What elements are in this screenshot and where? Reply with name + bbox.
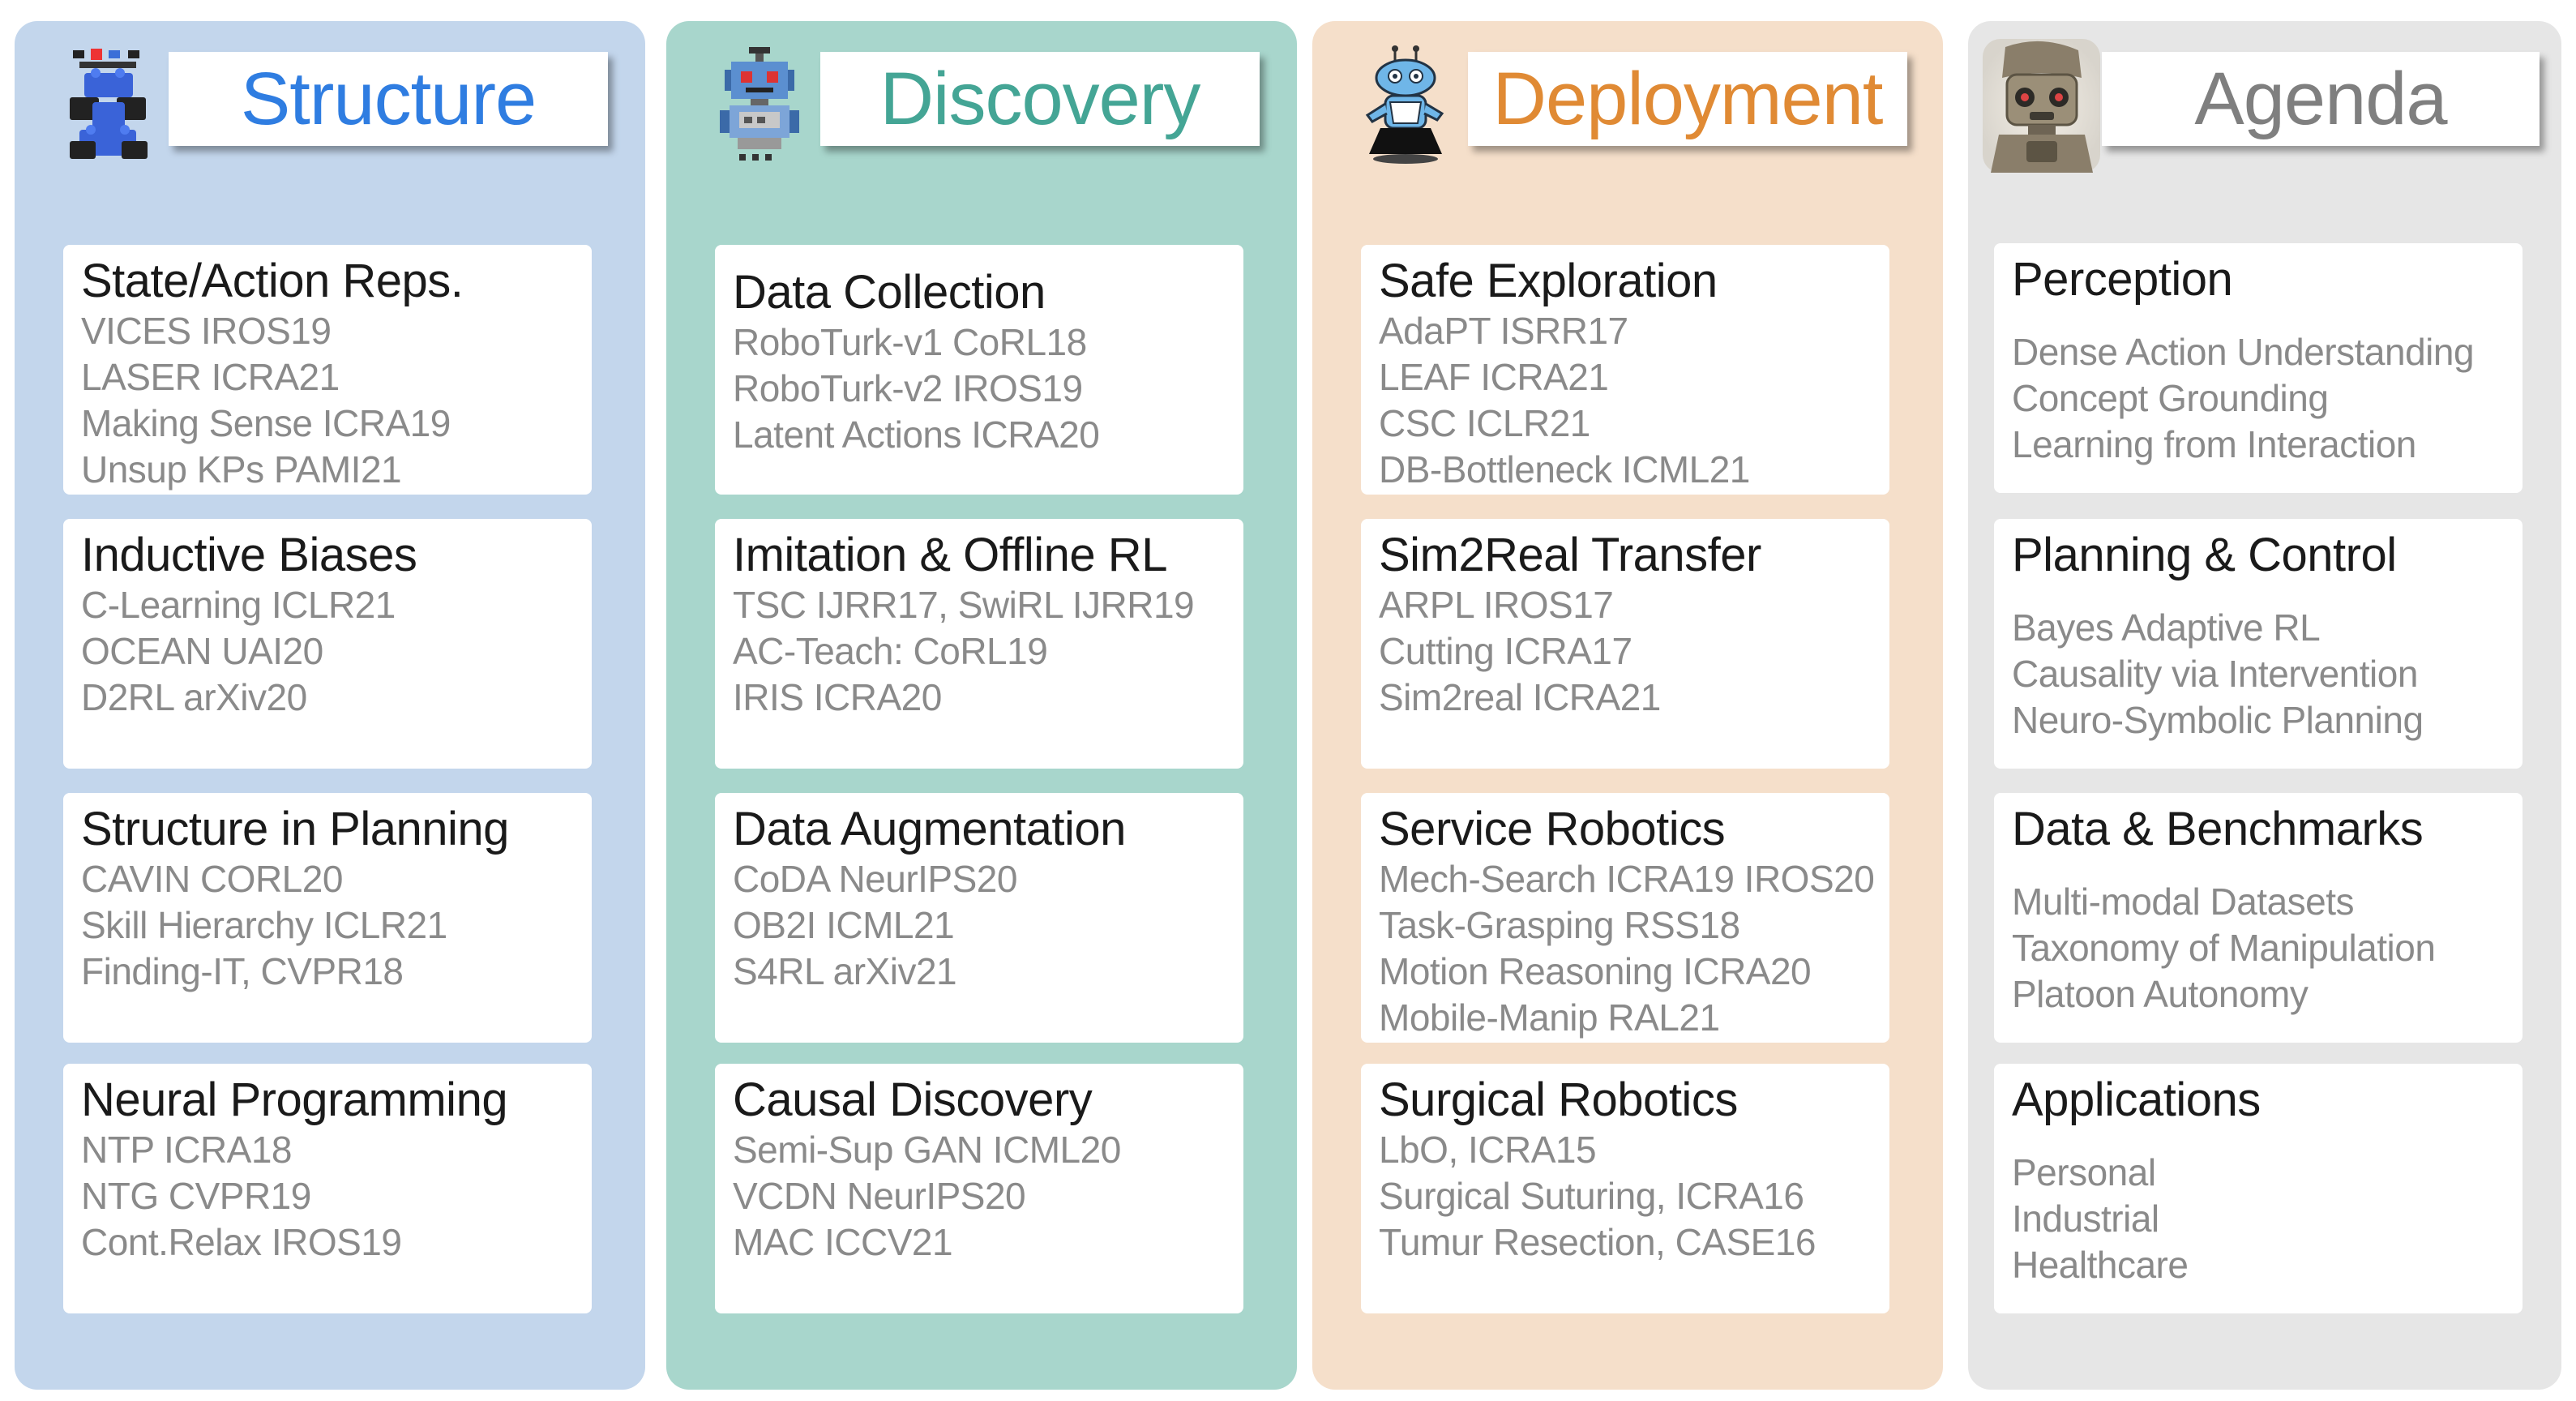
card-item: S4RL arXiv21 <box>733 950 957 992</box>
topic-card: Applications Personal Industrial Healthc… <box>1994 1064 2523 1313</box>
humanoid-robot-photo-icon <box>1983 39 2100 173</box>
column-agenda: Agenda Perception Dense Action Understan… <box>1968 21 2561 1390</box>
card-item: OCEAN UAI20 <box>81 630 323 672</box>
card-item: DB-Bottleneck ICML21 <box>1379 448 1750 491</box>
topic-card: Safe Exploration AdaPT ISRR17 LEAF ICRA2… <box>1361 245 1889 495</box>
card-item: Learning from Interaction <box>2012 423 2416 465</box>
column-discovery: Discovery Data Collection RoboTurk-v1 Co… <box>666 21 1297 1390</box>
card-item: Task-Grasping RSS18 <box>1379 904 1740 946</box>
topic-card: Data Collection RoboTurk-v1 CoRL18 RoboT… <box>715 245 1243 495</box>
card-title: Neural Programming <box>81 1073 508 1126</box>
card-item: Tumur Resection, CASE16 <box>1379 1221 1816 1263</box>
topic-card: Surgical Robotics LbO, ICRA15 Surgical S… <box>1361 1064 1889 1313</box>
topic-card: Structure in Planning CAVIN CORL20 Skill… <box>63 793 592 1043</box>
column-title: Agenda <box>2102 52 2540 146</box>
topic-card: State/Action Reps. VICES IROS19 LASER IC… <box>63 245 592 495</box>
card-title: Causal Discovery <box>733 1073 1093 1126</box>
card-item: Surgical Suturing, ICRA16 <box>1379 1175 1804 1217</box>
card-title: Data & Benchmarks <box>2012 803 2424 855</box>
topic-card: Causal Discovery Semi-Sup GAN ICML20 VCD… <box>715 1064 1243 1313</box>
card-item: IRIS ICRA20 <box>733 676 942 718</box>
topic-card: Sim2Real Transfer ARPL IROS17 Cutting IC… <box>1361 519 1889 769</box>
topic-card: Inductive Biases C-Learning ICLR21 OCEAN… <box>63 519 592 769</box>
card-item: Mobile-Manip RAL21 <box>1379 996 1720 1039</box>
card-item: VCDN NeurIPS20 <box>733 1175 1026 1217</box>
card-item: Skill Hierarchy ICLR21 <box>81 904 447 946</box>
card-item: CAVIN CORL20 <box>81 858 343 900</box>
topic-card: Data Augmentation CoDA NeurIPS20 OB2I IC… <box>715 793 1243 1043</box>
card-item: TSC IJRR17, SwiRL IJRR19 <box>733 584 1195 626</box>
card-item: LASER ICRA21 <box>81 356 340 398</box>
card-item: Dense Action Understanding <box>2012 331 2475 373</box>
card-item: LEAF ICRA21 <box>1379 356 1609 398</box>
card-item: Causality via Intervention <box>2012 653 2418 695</box>
card-title: Data Augmentation <box>733 803 1126 855</box>
card-item: Cutting ICRA17 <box>1379 630 1632 672</box>
card-title: Service Robotics <box>1379 803 1726 855</box>
card-item: D2RL arXiv20 <box>81 676 307 718</box>
card-item: RoboTurk-v1 CoRL18 <box>733 321 1087 363</box>
card-item: AC-Teach: CoRL19 <box>733 630 1048 672</box>
topic-card: Planning & Control Bayes Adaptive RL Cau… <box>1994 519 2523 769</box>
card-title: Sim2Real Transfer <box>1379 529 1761 581</box>
card-item: Making Sense ICRA19 <box>81 402 451 444</box>
card-item: Bayes Adaptive RL <box>2012 606 2321 649</box>
card-title: State/Action Reps. <box>81 255 464 307</box>
card-item: Platoon Autonomy <box>2012 973 2309 1015</box>
card-item: Concept Grounding <box>2012 377 2329 419</box>
card-item: ARPL IROS17 <box>1379 584 1614 626</box>
card-title: Surgical Robotics <box>1379 1073 1738 1126</box>
column-title: Deployment <box>1468 52 1907 146</box>
lego-blocks-robot-icon <box>55 45 160 167</box>
card-item: LbO, ICRA15 <box>1379 1129 1597 1171</box>
topic-card: Data & Benchmarks Multi-modal Datasets T… <box>1994 793 2523 1043</box>
card-item: Motion Reasoning ICRA20 <box>1379 950 1812 992</box>
card-item: Mech-Search ICRA19 IROS20 <box>1379 858 1875 900</box>
card-item: Semi-Sup GAN ICML20 <box>733 1129 1121 1171</box>
card-title: Structure in Planning <box>81 803 509 855</box>
topic-card: Imitation & Offline RL TSC IJRR17, SwiRL… <box>715 519 1243 769</box>
column-structure: Structure State/Action Reps. VICES IROS1… <box>15 21 645 1390</box>
card-item: Finding-IT, CVPR18 <box>81 950 404 992</box>
column-deployment: Deployment Safe Exploration AdaPT ISRR17… <box>1312 21 1943 1390</box>
card-title: Inductive Biases <box>81 529 417 581</box>
card-item: Neuro-Symbolic Planning <box>2012 699 2424 741</box>
card-item: Taxonomy of Manipulation <box>2012 927 2436 969</box>
card-item: Personal <box>2012 1151 2156 1193</box>
card-title: Perception <box>2012 253 2233 306</box>
card-item: AdaPT ISRR17 <box>1379 310 1628 352</box>
topic-card: Service Robotics Mech-Search ICRA19 IROS… <box>1361 793 1889 1043</box>
card-item: CoDA NeurIPS20 <box>733 858 1017 900</box>
pixel-robot-icon <box>707 45 812 167</box>
card-title: Data Collection <box>733 266 1046 319</box>
card-item: Sim2real ICRA21 <box>1379 676 1661 718</box>
topic-card: Neural Programming NTP ICRA18 NTG CVPR19… <box>63 1064 592 1313</box>
card-item: C-Learning ICLR21 <box>81 584 396 626</box>
card-item: Industrial <box>2012 1197 2159 1240</box>
card-item: VICES IROS19 <box>81 310 332 352</box>
cartoon-robot-maid-icon <box>1353 45 1458 167</box>
card-title: Applications <box>2012 1073 2261 1126</box>
card-item: NTG CVPR19 <box>81 1175 311 1217</box>
column-title: Structure <box>169 52 608 146</box>
card-item: Healthcare <box>2012 1244 2189 1286</box>
card-item: Cont.Relax IROS19 <box>81 1221 402 1263</box>
card-title: Safe Exploration <box>1379 255 1718 307</box>
card-title: Imitation & Offline RL <box>733 529 1167 581</box>
card-item: Latent Actions ICRA20 <box>733 413 1100 456</box>
card-item: MAC ICCV21 <box>733 1221 953 1263</box>
card-item: RoboTurk-v2 IROS19 <box>733 367 1083 409</box>
card-item: Multi-modal Datasets <box>2012 880 2355 923</box>
topic-card: Perception Dense Action Understanding Co… <box>1994 243 2523 493</box>
card-item: NTP ICRA18 <box>81 1129 293 1171</box>
card-item: OB2I ICML21 <box>733 904 955 946</box>
column-title: Discovery <box>820 52 1260 146</box>
card-item: Unsup KPs PAMI21 <box>81 448 402 491</box>
card-item: CSC ICLR21 <box>1379 402 1590 444</box>
card-title: Planning & Control <box>2012 529 2397 581</box>
